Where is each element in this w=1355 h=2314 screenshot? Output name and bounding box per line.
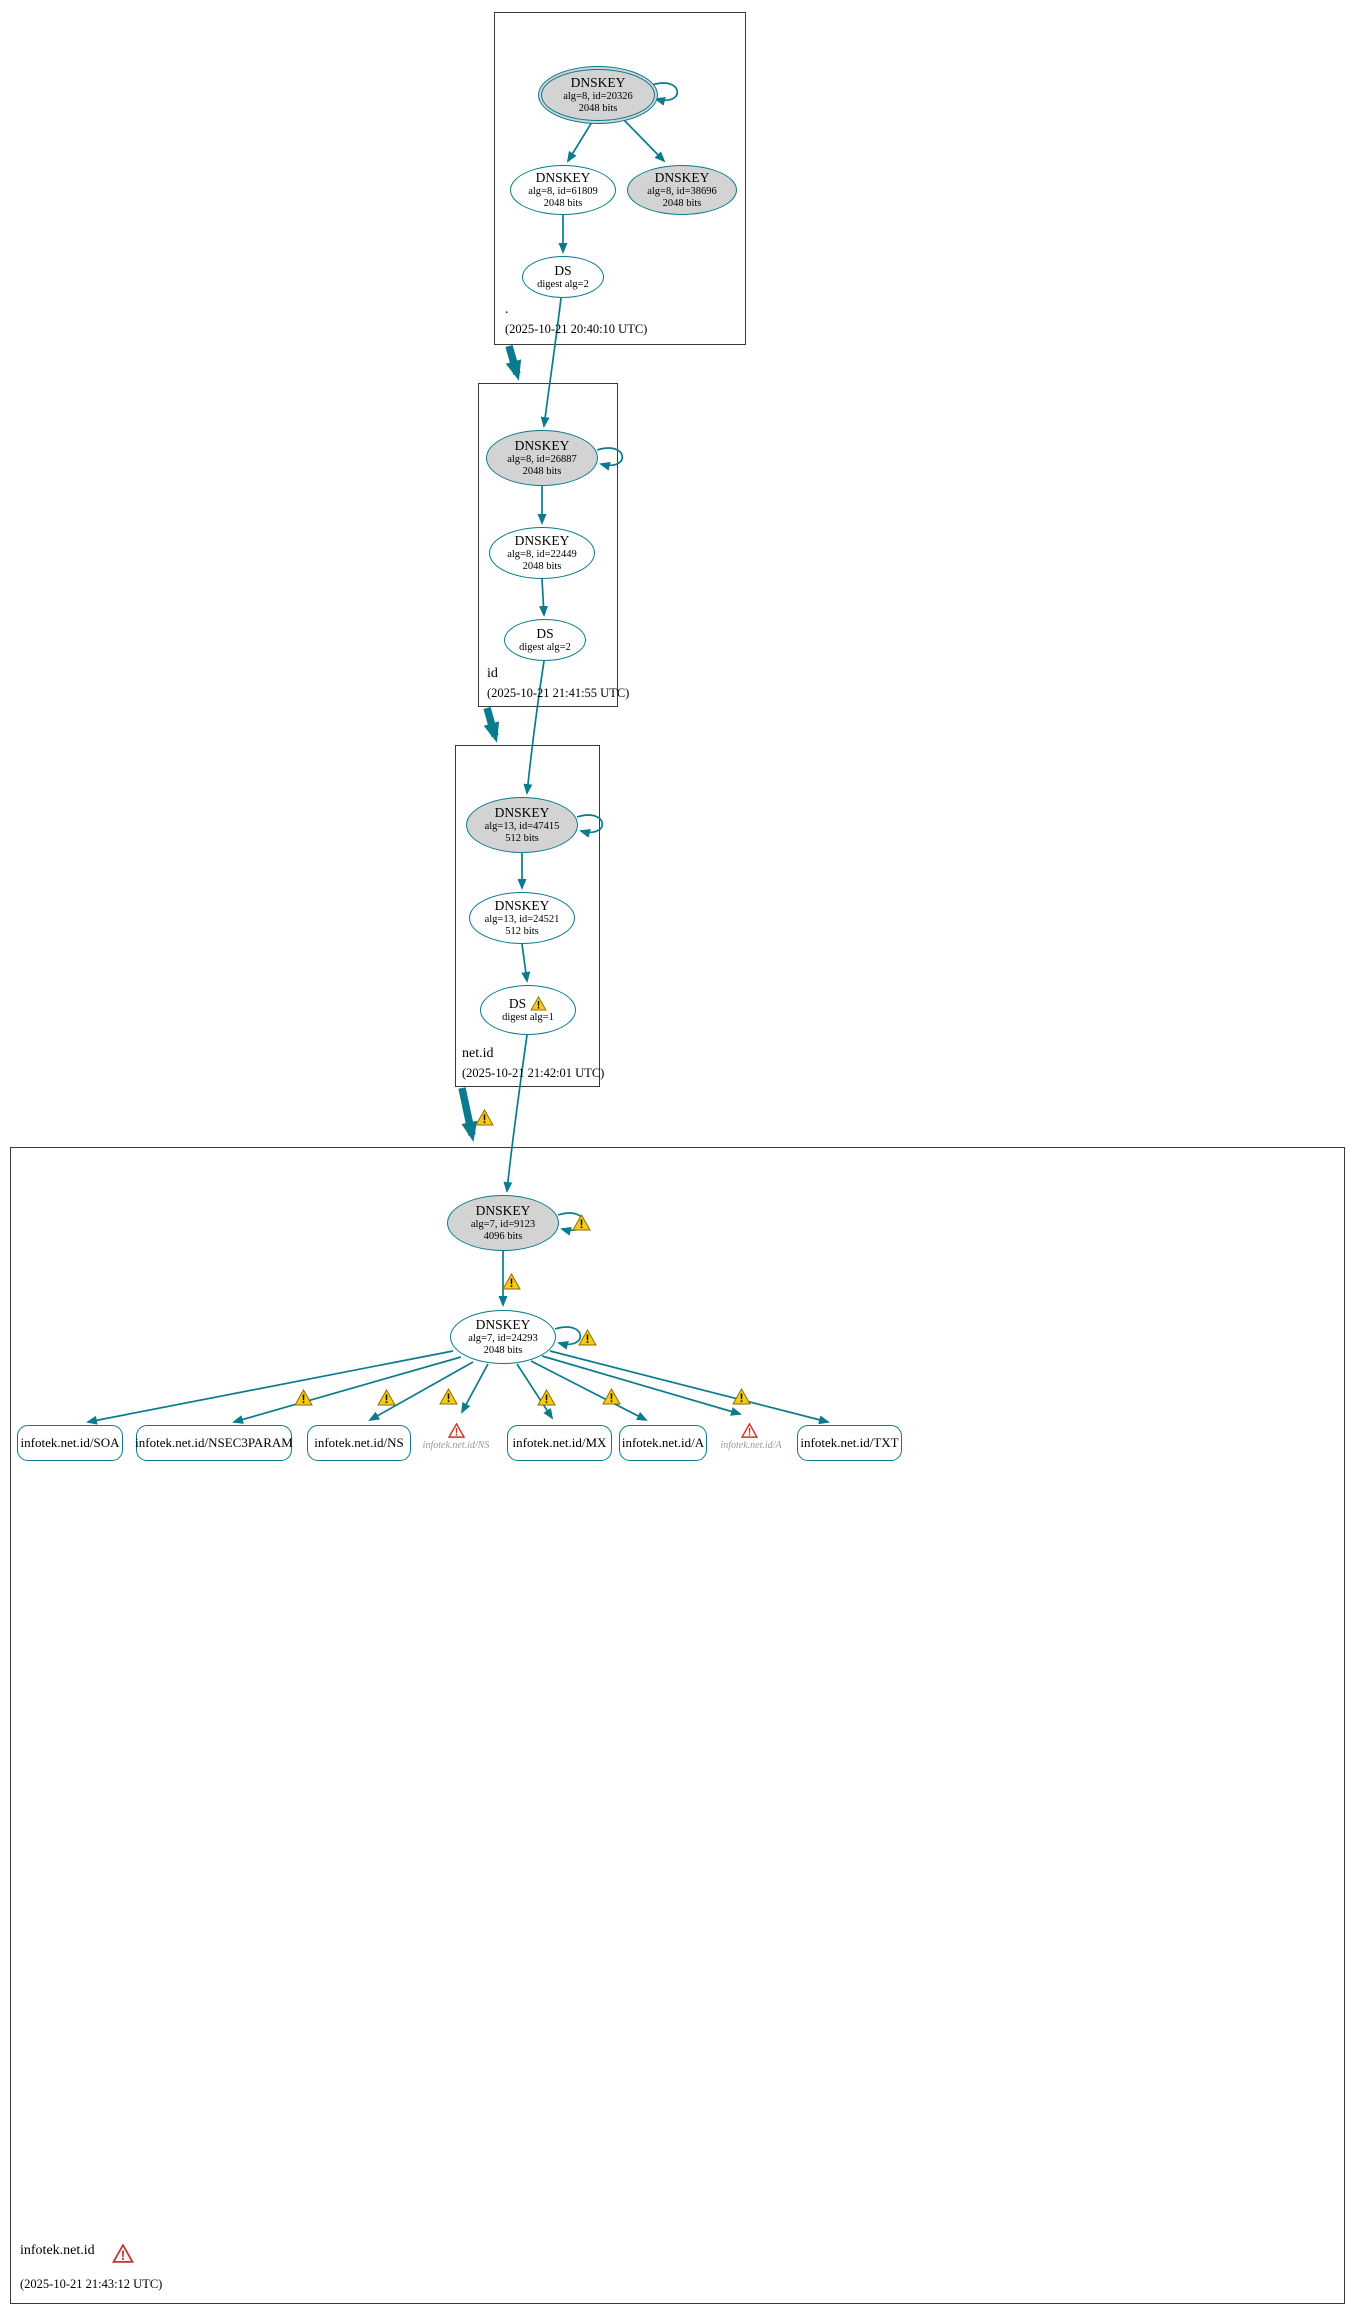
rrset-a-missing: infotek.net.id/A <box>720 1440 782 1451</box>
ds-node-netid[interactable]: DS ! digest alg=1 <box>480 985 576 1035</box>
node-alg: alg=8, id=38696 <box>647 185 717 197</box>
node-title: DNSKEY <box>494 898 550 914</box>
svg-text:!: ! <box>537 1000 541 1011</box>
node-title: DNSKEY <box>514 533 570 549</box>
svg-text:!: ! <box>586 1332 590 1346</box>
zone-name-id: id <box>487 666 498 681</box>
warning-icon: ! <box>439 1387 458 1405</box>
zone-name-netid: net.id <box>462 1046 494 1061</box>
node-digest: digest alg=2 <box>537 278 589 290</box>
rrset-a[interactable]: infotek.net.id/A <box>619 1425 707 1461</box>
node-alg: alg=13, id=24521 <box>484 913 560 925</box>
svg-text:!: ! <box>455 1427 459 1438</box>
svg-text:!: ! <box>610 1391 614 1405</box>
node-title: DNSKEY <box>514 438 570 454</box>
svg-text:!: ! <box>748 1427 752 1438</box>
node-digest: digest alg=1 <box>502 1011 554 1023</box>
svg-text:!: ! <box>580 1217 584 1231</box>
dnskey-node-infotek-ksk-9123[interactable]: DNSKEY alg=7, id=9123 4096 bits <box>447 1195 559 1251</box>
warning-icon: ! <box>502 1272 521 1290</box>
node-bits: 512 bits <box>505 832 539 844</box>
node-title: DNSKEY <box>475 1203 531 1219</box>
ds-node-id[interactable]: DS digest alg=2 <box>504 619 586 661</box>
ds-node-root[interactable]: DS digest alg=2 <box>522 256 604 298</box>
node-alg: alg=8, id=20326 <box>563 90 633 102</box>
node-alg: alg=8, id=26887 <box>507 453 577 465</box>
svg-text:!: ! <box>545 1392 549 1406</box>
node-bits: 4096 bits <box>483 1230 523 1242</box>
zone-timestamp-netid: (2025-10-21 21:42:01 UTC) <box>462 1066 605 1080</box>
svg-text:!: ! <box>740 1391 744 1405</box>
dnskey-node-root-ksk-38696[interactable]: DNSKEY alg=8, id=38696 2048 bits <box>627 165 737 215</box>
node-title: DNSKEY <box>535 170 591 186</box>
zone-timestamp-id: (2025-10-21 21:41:55 UTC) <box>487 686 630 700</box>
rrset-nsec3param[interactable]: infotek.net.id/NSEC3PARAM <box>135 1425 293 1461</box>
node-alg: alg=7, id=9123 <box>470 1218 536 1230</box>
node-alg: alg=13, id=47415 <box>484 820 560 832</box>
node-title: DS <box>536 626 554 642</box>
svg-text:!: ! <box>302 1392 306 1406</box>
rrset-ns-missing: infotek.net.id/NS <box>422 1440 490 1451</box>
svg-text:!: ! <box>483 1112 487 1126</box>
dnskey-node-id-zsk-22449[interactable]: DNSKEY alg=8, id=22449 2048 bits <box>489 527 595 579</box>
dnskey-node-infotek-zsk-24293[interactable]: DNSKEY alg=7, id=24293 2048 bits <box>450 1310 556 1364</box>
node-bits: 512 bits <box>505 925 539 937</box>
rrset-ns[interactable]: infotek.net.id/NS <box>307 1425 411 1461</box>
rrset-soa[interactable]: infotek.net.id/SOA <box>17 1425 123 1461</box>
node-title: DS <box>554 263 572 279</box>
warning-icon: ! <box>578 1328 597 1346</box>
svg-text:!: ! <box>447 1391 451 1405</box>
node-title: DNSKEY <box>654 170 710 186</box>
node-alg: alg=7, id=24293 <box>468 1332 538 1344</box>
warning-icon: ! <box>602 1387 621 1405</box>
warning-icon: ! <box>732 1387 751 1405</box>
dnskey-node-netid-zsk-24521[interactable]: DNSKEY alg=13, id=24521 512 bits <box>469 892 575 944</box>
error-icon: ! <box>447 1422 466 1439</box>
dnskey-node-root-zsk-61809[interactable]: DNSKEY alg=8, id=61809 2048 bits <box>510 165 616 215</box>
node-bits: 2048 bits <box>662 197 702 209</box>
warning-icon: ! <box>377 1388 396 1406</box>
node-alg: alg=8, id=61809 <box>528 185 598 197</box>
node-bits: 2048 bits <box>578 102 618 114</box>
node-bits: 2048 bits <box>483 1344 523 1356</box>
zone-timestamp-root: (2025-10-21 20:40:10 UTC) <box>505 322 648 336</box>
warning-icon: ! <box>294 1388 313 1406</box>
dnskey-node-id-ksk-26887[interactable]: DNSKEY alg=8, id=26887 2048 bits <box>486 430 598 486</box>
dnskey-node-root-ksk-20326[interactable]: DNSKEY alg=8, id=20326 2048 bits <box>538 66 658 124</box>
svg-text:!: ! <box>510 1276 514 1290</box>
warning-icon: ! <box>475 1108 494 1126</box>
warning-icon: ! <box>530 996 547 1012</box>
node-bits: 2048 bits <box>543 197 583 209</box>
error-icon: ! <box>111 2243 135 2263</box>
rrset-txt[interactable]: infotek.net.id/TXT <box>797 1425 902 1461</box>
warning-icon: ! <box>572 1213 591 1231</box>
dnskey-node-netid-ksk-47415[interactable]: DNSKEY alg=13, id=47415 512 bits <box>466 797 578 853</box>
rrset-mx[interactable]: infotek.net.id/MX <box>507 1425 612 1461</box>
zone-name-root: . <box>505 302 509 317</box>
svg-text:!: ! <box>121 2248 125 2263</box>
node-alg: alg=8, id=22449 <box>507 548 577 560</box>
error-icon: ! <box>740 1422 759 1439</box>
node-bits: 2048 bits <box>522 560 562 572</box>
node-bits: 2048 bits <box>522 465 562 477</box>
svg-text:!: ! <box>385 1392 389 1406</box>
warning-icon: ! <box>537 1388 556 1406</box>
node-title: DNSKEY <box>570 75 626 91</box>
node-title: DS <box>508 996 527 1012</box>
node-digest: digest alg=2 <box>519 641 571 653</box>
zone-timestamp-infotek: (2025-10-21 21:43:12 UTC) <box>20 2277 163 2291</box>
zone-box-infotek <box>10 1147 1345 2304</box>
node-title: DNSKEY <box>475 1317 531 1333</box>
zone-name-infotek: infotek.net.id <box>20 2243 95 2258</box>
node-title: DNSKEY <box>494 805 550 821</box>
